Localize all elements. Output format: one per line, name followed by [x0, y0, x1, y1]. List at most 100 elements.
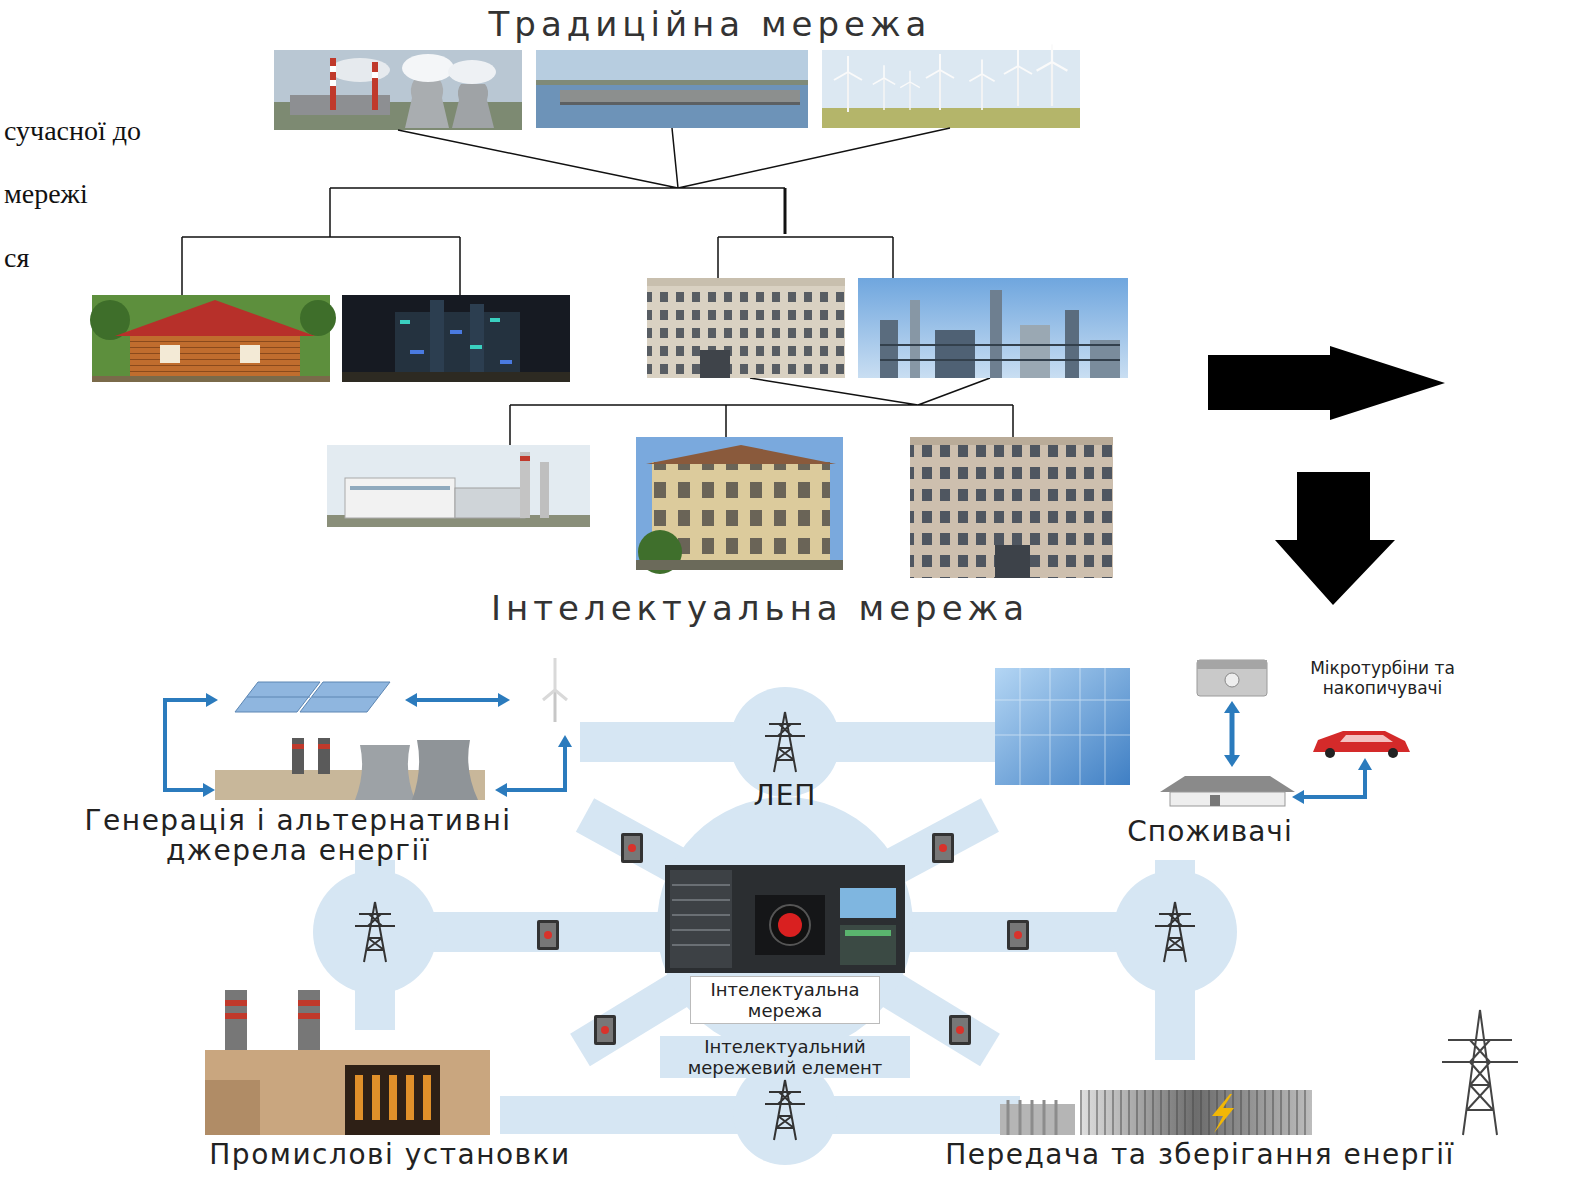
node-text: Мікротурбіни та накопичувачі: [1280, 658, 1485, 698]
night-industry-photo: [430, 300, 444, 378]
hydro-dam-photo: [536, 50, 808, 84]
power-plant-photo: [455, 488, 525, 518]
hydro-dam-photo: [536, 84, 808, 128]
energy-flow-arrow: [1304, 770, 1365, 797]
flow-arrow: [1208, 346, 1445, 420]
double-arrow: [1224, 755, 1240, 767]
energy-flow-arrowhead: [498, 693, 510, 707]
node-text: Передача та зберігання енергії: [840, 1138, 1560, 1172]
control-panel-icon: [845, 930, 891, 936]
refinery-photo: [910, 300, 920, 378]
wind-farm-photo: [926, 54, 954, 110]
hydro-dam-photo: [560, 90, 800, 102]
control-panel-icon: [670, 870, 732, 968]
power-plant-photo: [520, 456, 530, 461]
control-panel-icon: [840, 888, 896, 918]
generation-icons: [318, 744, 330, 749]
energy-flow-arrowhead: [1292, 790, 1304, 804]
villa-photo: [646, 445, 836, 464]
network-band: [313, 870, 437, 994]
factory-icon: [205, 1050, 490, 1135]
control-panel-icon: [840, 925, 896, 965]
power-plant-photo: [540, 462, 549, 518]
apartment-building-photo: [910, 437, 1113, 578]
tower-symbol: [765, 1080, 805, 1140]
node-text: Промислові установки: [120, 1138, 660, 1172]
house-icon: [1160, 776, 1295, 806]
energy-flow-arrowhead: [558, 735, 572, 747]
node-text: Споживачі: [1100, 816, 1320, 848]
flow-arrow: [1208, 346, 1445, 605]
generation-icons: [318, 738, 330, 774]
night-industry-photo: [490, 318, 500, 322]
energy-flow-arrow: [417, 698, 498, 702]
office-tower-icon: [995, 668, 1130, 785]
energy-flow-arrowhead: [405, 693, 417, 707]
refinery-photo: [858, 278, 1128, 378]
night-industry-photo: [342, 295, 570, 382]
night-industry-photo: [450, 330, 462, 334]
house-icon: [1210, 795, 1220, 806]
factory-icon: [389, 1075, 397, 1120]
node-text: Інтелектуальний мережевий елемент: [660, 1036, 910, 1078]
node-text: Генерація і альтернативні джерела енергі…: [43, 806, 553, 866]
refinery-photo: [880, 320, 898, 378]
night-industry-photo: [342, 295, 570, 382]
refinery-photo: [1020, 325, 1050, 378]
thermal-plant-photo: [330, 58, 336, 110]
wooden-house-photo: [92, 376, 330, 382]
control-panel-icon: [755, 895, 825, 955]
thermal-plant-photo: [330, 66, 336, 72]
power-plant-photo: [350, 486, 450, 490]
night-industry-photo: [470, 345, 482, 349]
apartment-building-photo: [910, 437, 1113, 578]
area-label-node: Промислові установки: [120, 1138, 660, 1172]
network-device-icon: [537, 833, 1029, 1045]
generation-icons: [292, 738, 304, 774]
night-industry-photo: [410, 350, 424, 354]
electric-car-icon: [1340, 735, 1393, 742]
wooden-house-photo: [130, 330, 300, 378]
network-device-icon: [621, 833, 643, 863]
villa-photo: [636, 560, 843, 570]
wind-farm-photo: [822, 108, 1080, 128]
area-label-node: Споживачі: [1100, 770, 1320, 848]
storage-icon: [1080, 1090, 1312, 1135]
thermal-plant-photo: [274, 50, 522, 130]
factory-icon: [225, 1013, 247, 1019]
area-label-node: Передача та зберігання енергії: [840, 1138, 1560, 1172]
hydro-dam-photo: [536, 80, 808, 85]
wind-farm-photo: [1037, 44, 1068, 106]
control-panel-icon: [665, 865, 905, 973]
refinery-photo: [880, 345, 1120, 360]
generation-icons: [554, 690, 557, 722]
factory-icon: [298, 1013, 320, 1019]
hydro-dam-photo: [536, 50, 808, 128]
wind-farm-photo: [900, 71, 920, 110]
microturbine-icon: [1197, 660, 1267, 696]
refinery-photo: [935, 330, 975, 378]
factory-icon: [205, 990, 490, 1135]
cut-off-text: мережі: [4, 178, 88, 210]
tower-symbol: [765, 712, 805, 772]
wooden-house-photo: [115, 300, 315, 336]
thermal-plant-photo: [402, 54, 454, 82]
generation-icons: [412, 740, 478, 800]
network-device-icon: [932, 833, 954, 863]
wind-farm-photo: [1004, 50, 1032, 106]
house-icon: [1170, 792, 1285, 806]
energy-flow-arrowhead: [206, 693, 218, 707]
network-band: [1113, 870, 1237, 994]
office-tower-icon: [995, 668, 1130, 785]
cut-off-text: ся: [4, 242, 29, 274]
wooden-house-photo: [92, 295, 330, 382]
network-device-icon: [537, 920, 559, 950]
title-heading: Традиційна мережа: [360, 4, 1060, 44]
network-device-icon: [949, 1015, 971, 1045]
power-plant-photo: [345, 478, 455, 518]
network-band: [657, 797, 913, 1053]
area-label-node: Мікротурбіни та накопичувачі: [1195, 658, 1485, 698]
energy-flow-arrowhead: [495, 783, 507, 797]
generation-icons: [543, 658, 567, 700]
